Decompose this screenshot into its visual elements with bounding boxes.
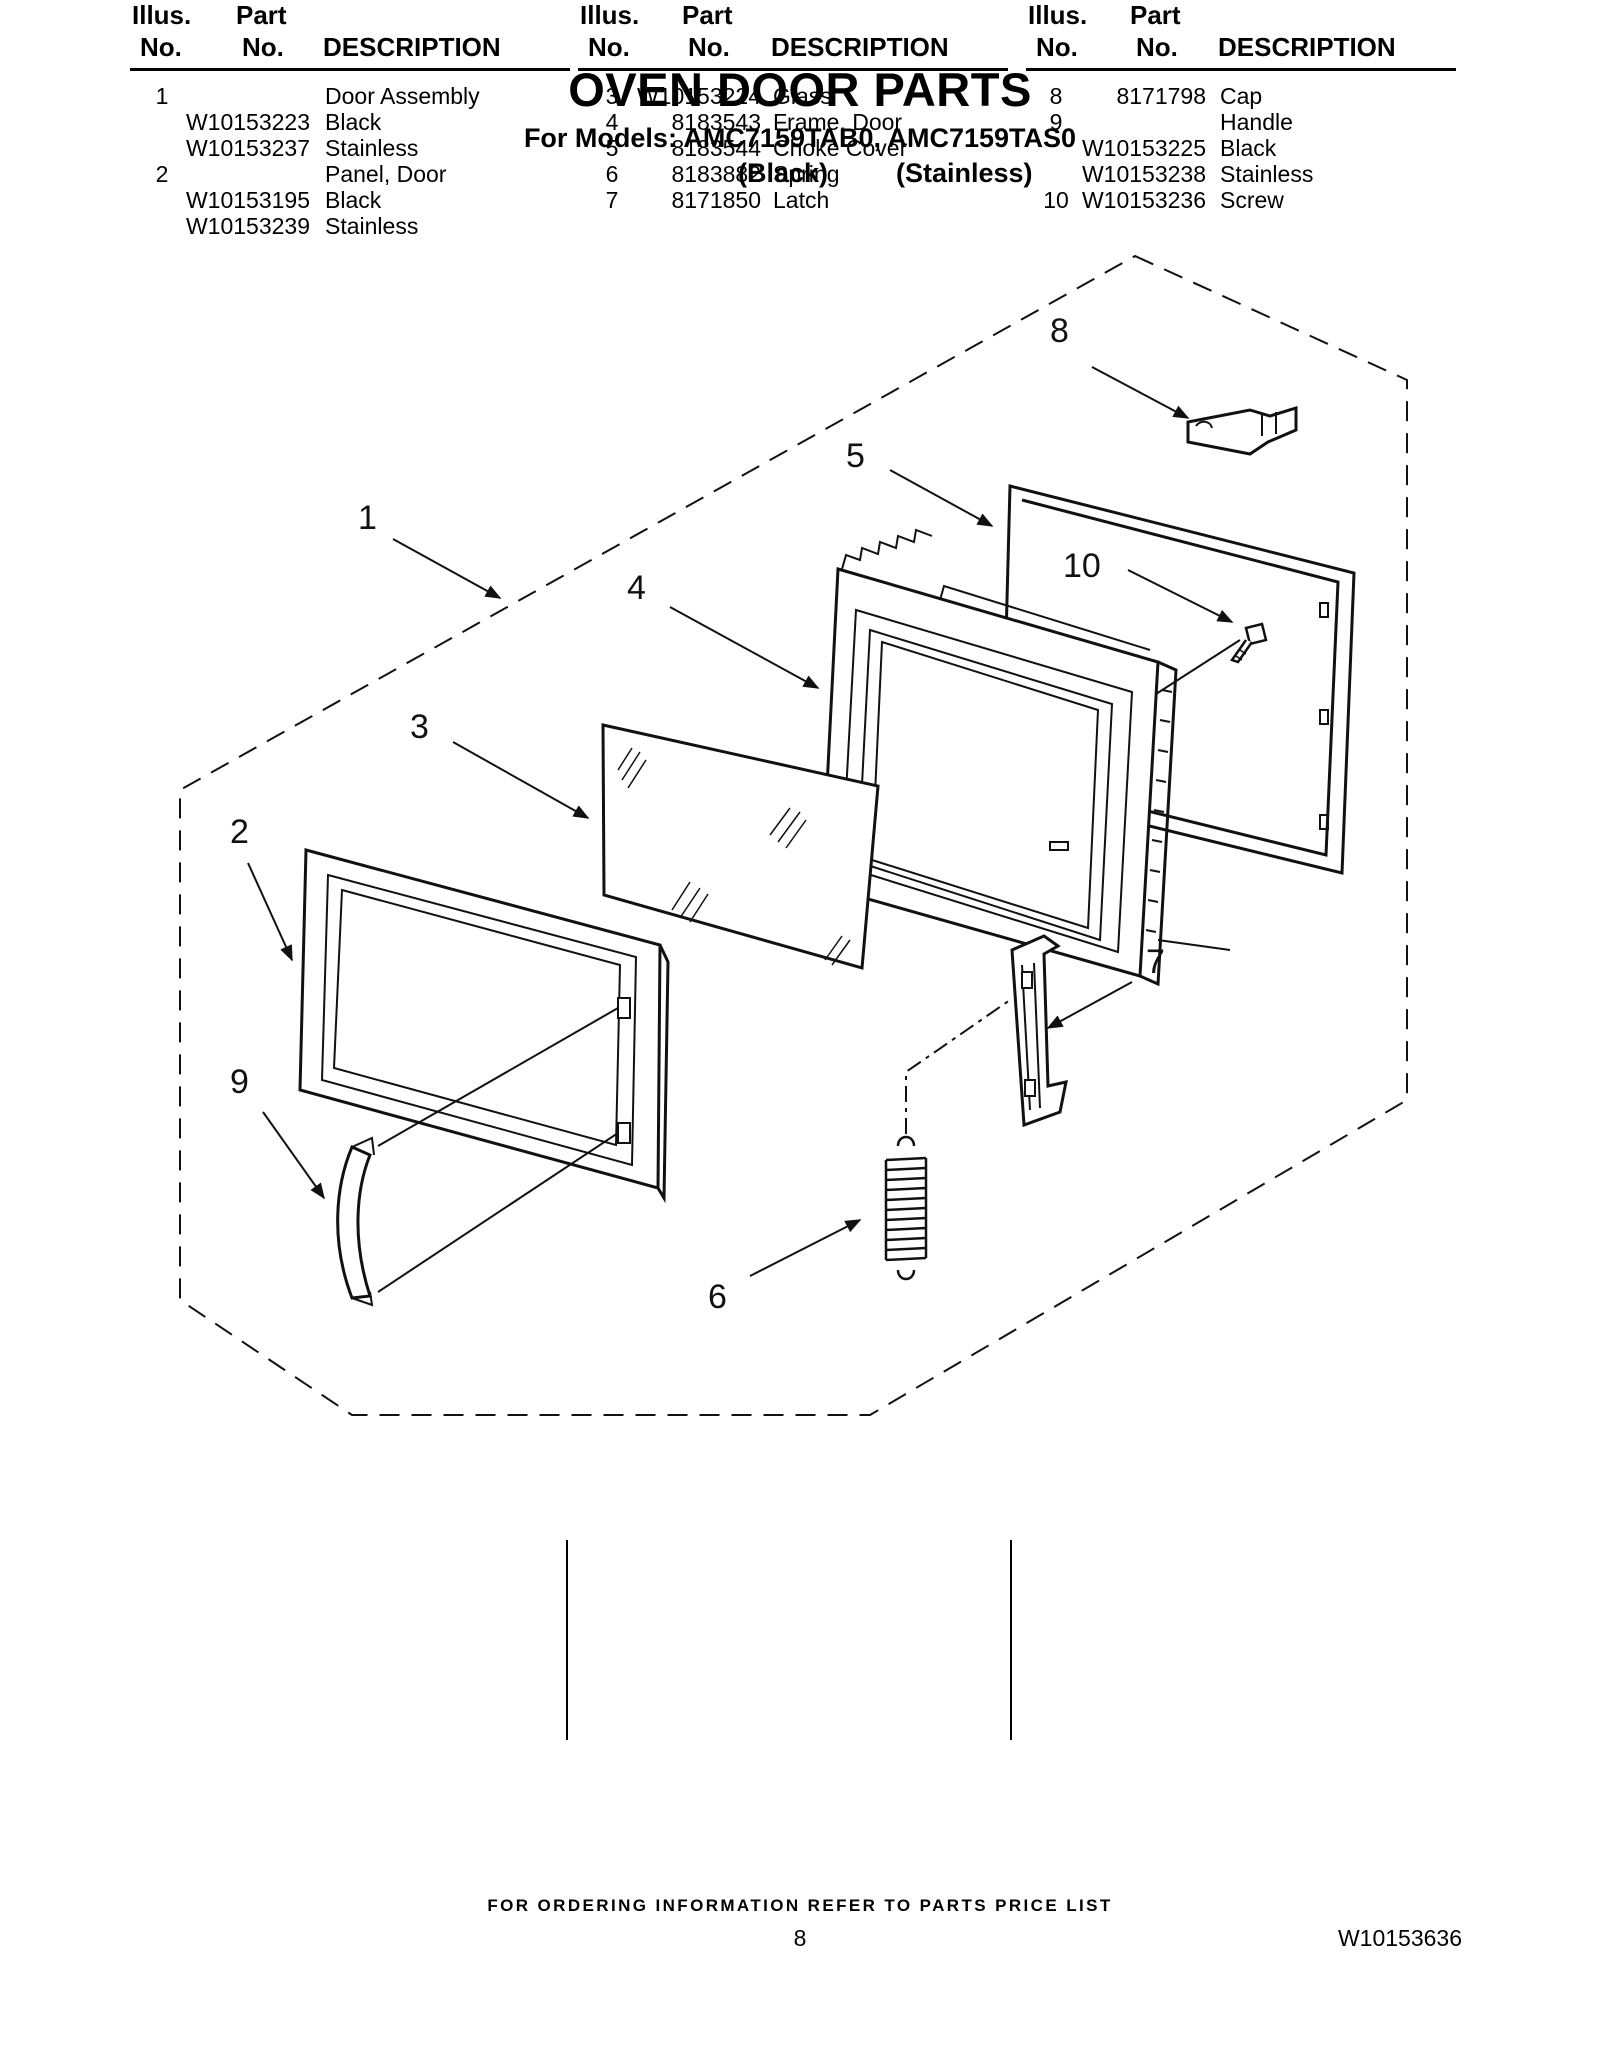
leader-arrow-2	[247, 862, 293, 962]
screw-part	[1230, 622, 1268, 664]
part-header-bottom: No.	[242, 32, 284, 62]
exploded-parts-diagram: 1 2 3 4 5 6 7 8 9 10	[179, 254, 1408, 1416]
page-title: OVEN DOOR PARTS	[568, 63, 1032, 116]
column-divider	[1010, 1540, 1012, 1740]
leader-arrow-10	[1127, 569, 1234, 623]
leader-arrow-1	[392, 538, 502, 599]
illus-header-bottom: No.	[140, 32, 182, 62]
spring-guide-line	[905, 999, 1011, 1134]
leader-arrow-9	[262, 1111, 325, 1200]
frame-cover-guide-line	[1157, 939, 1231, 951]
cap-part	[1186, 405, 1298, 456]
callout-7: 7	[1146, 943, 1165, 981]
illus-header-bottom: No.	[588, 32, 630, 62]
variant-label-stainless: (Stainless)	[896, 158, 1033, 188]
part-header-bottom: No.	[688, 32, 730, 62]
leader-arrow-6	[749, 1219, 862, 1277]
screw-guide-line	[1155, 639, 1241, 695]
leader-arrow-3	[452, 741, 590, 819]
latch-part	[1010, 934, 1068, 1128]
callout-4: 4	[627, 569, 646, 607]
description-header: DESCRIPTION	[771, 32, 949, 62]
door-frame-part	[820, 528, 1178, 987]
callout-2: 2	[230, 813, 249, 851]
description-header: DESCRIPTION	[323, 32, 501, 62]
leader-arrow-7	[1046, 981, 1133, 1029]
part-header-top: Part	[236, 0, 287, 30]
ordering-note: FOR ORDERING INFORMATION REFER TO PARTS …	[487, 1896, 1113, 1915]
column-divider	[566, 1540, 568, 1740]
parts-column-header: Illus. No. Part No. DESCRIPTION	[130, 0, 570, 71]
callout-10: 10	[1063, 547, 1101, 585]
handle-guide-line-bottom	[377, 1132, 619, 1293]
page-number: 8	[793, 1925, 807, 1951]
callout-8: 8	[1050, 312, 1069, 350]
callout-9: 9	[230, 1063, 249, 1101]
part-header-top: Part	[682, 0, 733, 30]
door-panel-part	[298, 848, 670, 1204]
leader-arrow-5	[889, 469, 994, 527]
handle-part	[336, 1136, 375, 1307]
leader-arrow-8	[1091, 366, 1190, 419]
part-header-bottom: No.	[1136, 32, 1178, 62]
document-id: W10153636	[1337, 1925, 1462, 1951]
callout-6: 6	[708, 1278, 727, 1316]
callout-3: 3	[410, 708, 429, 746]
illus-header-bottom: No.	[1036, 32, 1078, 62]
callout-1: 1	[358, 499, 377, 537]
description-header: DESCRIPTION	[1218, 32, 1396, 62]
illus-header-top: Illus.	[132, 0, 192, 30]
callout-5: 5	[846, 437, 865, 475]
glass-part	[601, 723, 880, 970]
illus-header-top: Illus.	[580, 0, 640, 30]
assembly-boundary	[179, 254, 1408, 1416]
variant-label-black: (Black)	[738, 158, 829, 188]
parts-column-header: Illus. No. Part No. DESCRIPTION	[578, 0, 1008, 71]
handle-guide-line-top	[377, 1007, 619, 1147]
illus-header-top: Illus.	[1028, 0, 1088, 30]
model-list: For Models: AMC7159TAB0, AMC7159TAS0	[523, 123, 1077, 153]
spring-part	[884, 1135, 928, 1281]
part-header-top: Part	[1130, 0, 1181, 30]
leader-arrow-4	[669, 606, 820, 689]
parts-column-header: Illus. No. Part No. DESCRIPTION	[1026, 0, 1456, 71]
